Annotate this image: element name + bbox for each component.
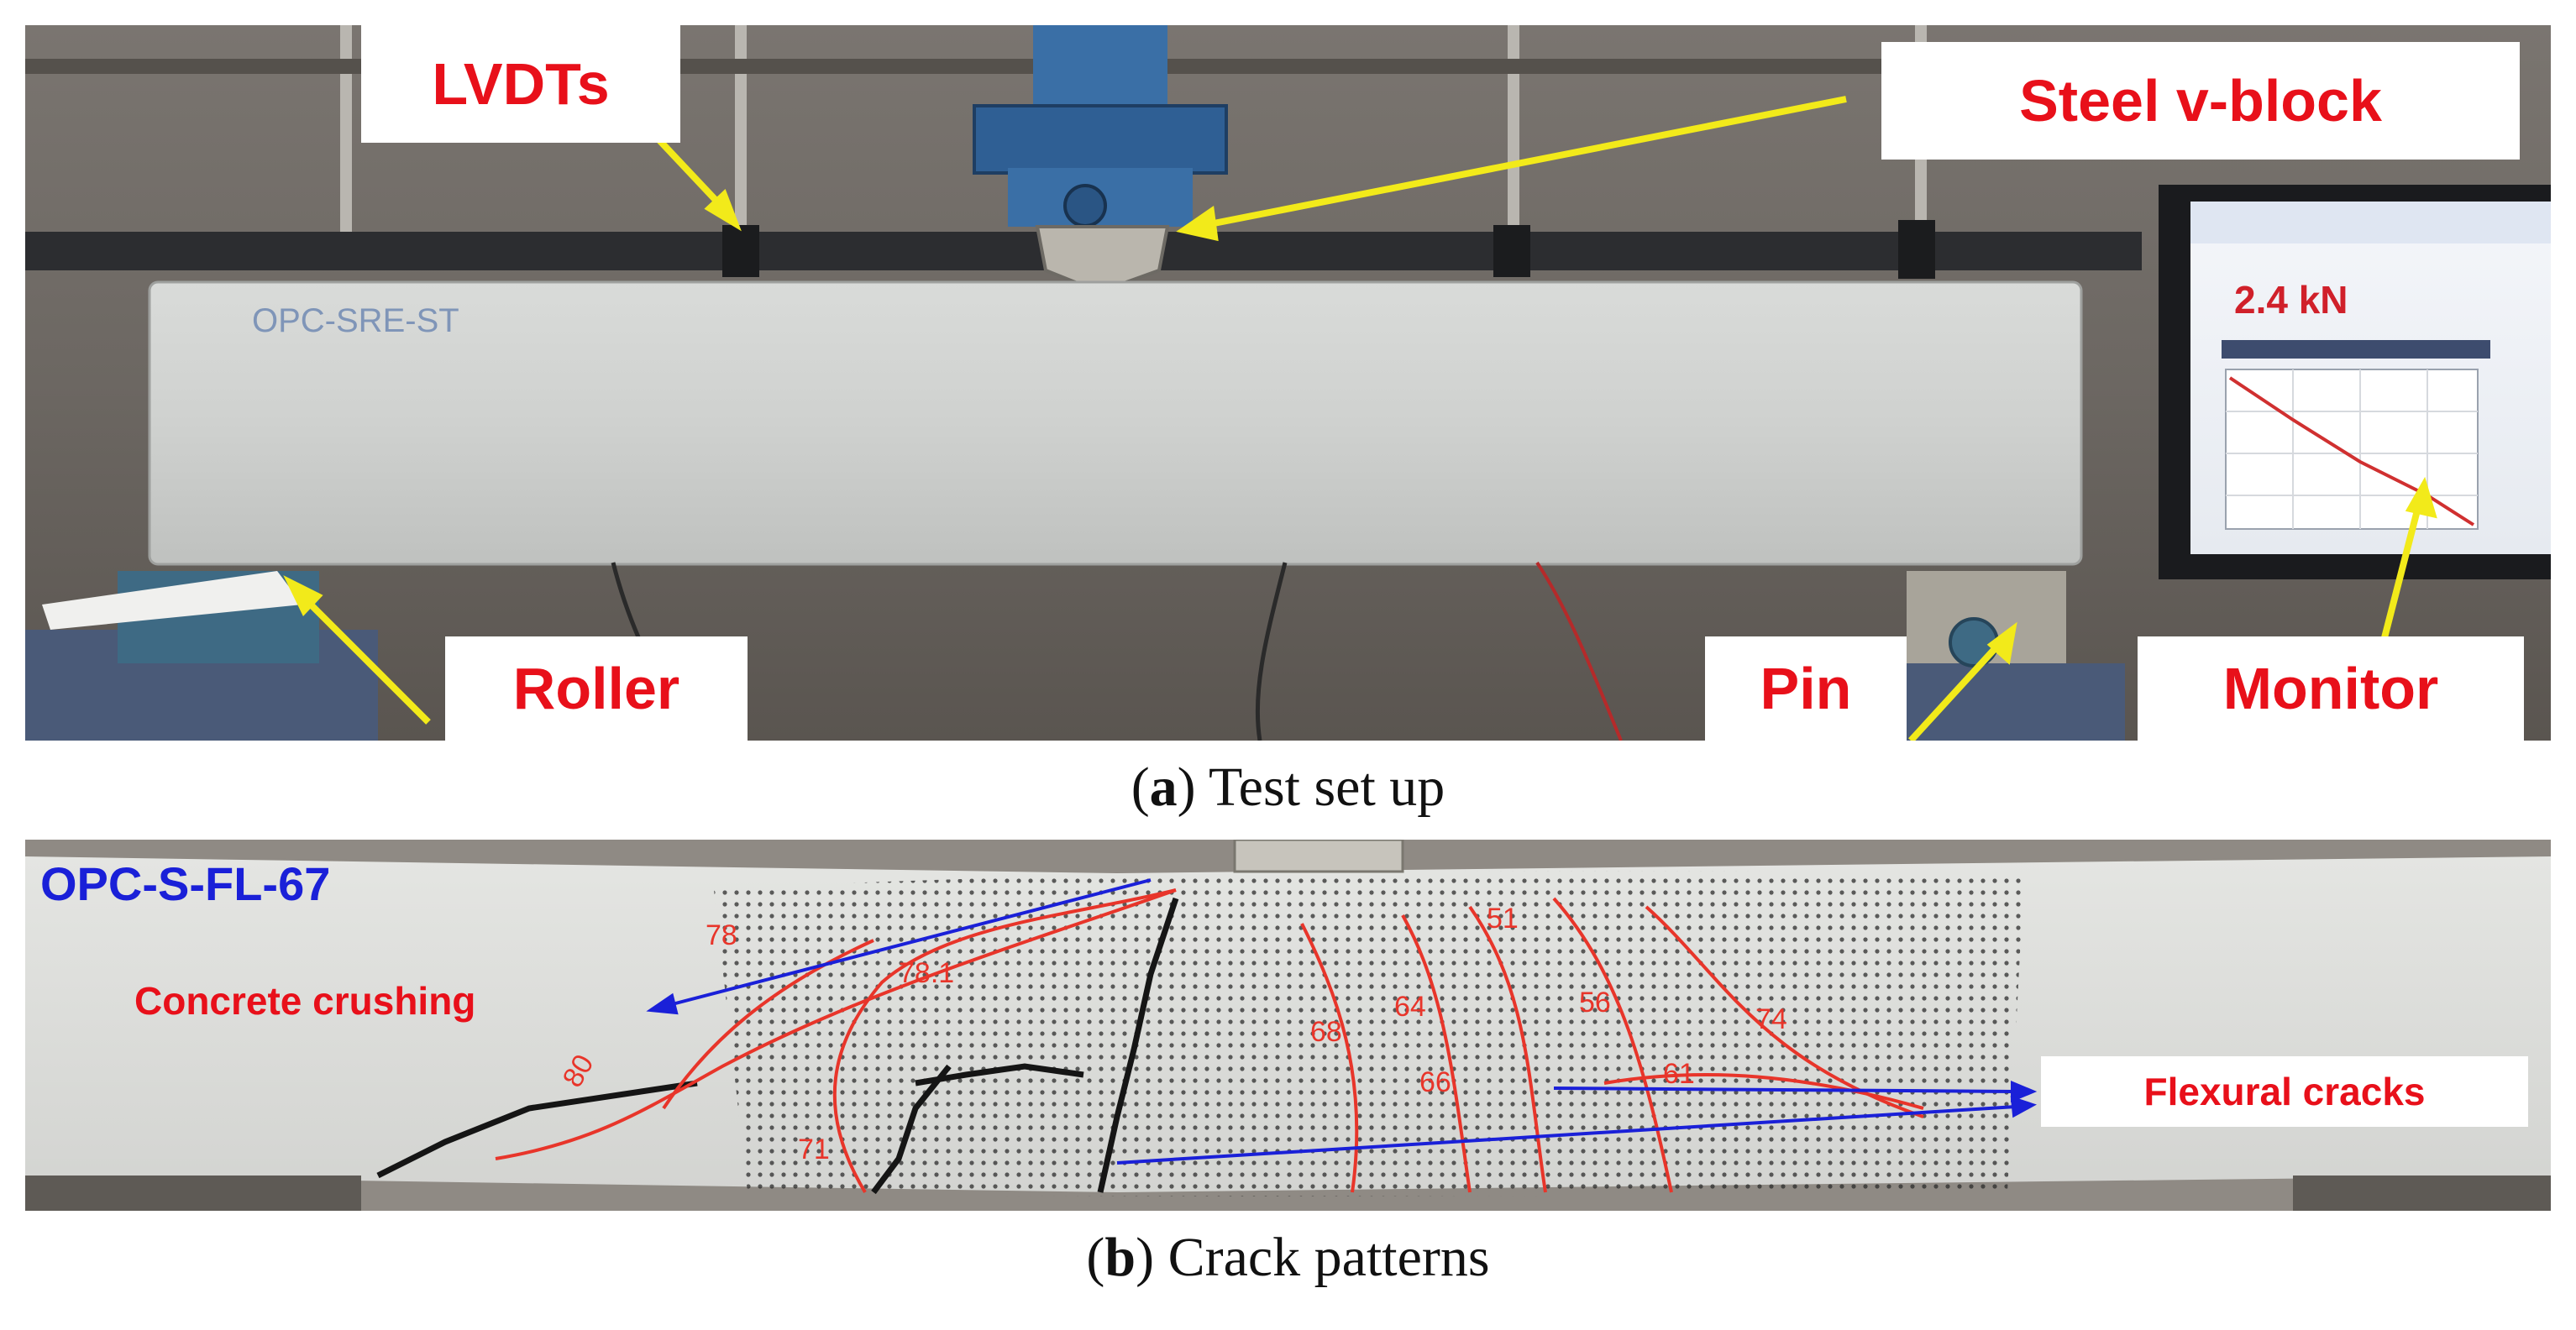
monitor-readout: 2.4 kN [2234,277,2348,322]
label-roller-text: Roller [512,656,680,721]
label-monitor: Monitor [2138,636,2524,741]
caption-a-text: Test set up [1195,757,1445,818]
specimen-marking: OPC-SRE-ST [252,302,459,340]
label-pin: Pin [1705,636,1907,741]
caption-b: (b) Crack patterns [1086,1227,1490,1288]
label-monitor-text: Monitor [2222,656,2439,721]
crack-pattern-scene: 78 78.1 80 71 68 64 66 51 56 61 74 [25,840,2551,1211]
monitor-readout-text: 2.4 kN [2234,278,2348,322]
label-lvdts-text: LVDTs [432,51,610,117]
crack-pattern-photo: 78 78.1 80 71 68 64 66 51 56 61 74 OPC-S… [25,840,2551,1211]
crack-load-mark: 78.1 [899,957,954,989]
blue-annotation-arrows [646,878,2038,1165]
annotation-arrows [283,96,2437,741]
crack-load-mark: 74 [1755,1003,1787,1035]
threaded-rod [735,25,747,243]
label-pin-text: Pin [1760,656,1852,721]
speckle-pattern [714,871,2024,1196]
crack-load-mark: 51 [1487,903,1519,935]
caption-a-letter: a [1149,757,1178,818]
caption-b-text: Crack patterns [1154,1227,1490,1288]
label-concrete-crushing-text: Concrete crushing [134,979,476,1023]
lvdt-clamp [722,225,759,277]
crack-load-mark: 56 [1579,987,1611,1018]
label-lvdts: LVDTs [361,25,680,143]
label-roller: Roller [445,636,748,741]
crack-load-mark: 64 [1394,991,1426,1023]
label-flexural-cracks-text: Flexural cracks [2143,1070,2426,1113]
crack-load-mark: 68 [1310,1016,1342,1048]
label-concrete-crushing: Concrete crushing [134,978,475,1024]
specimen-id-text: OPC-S-FL-67 [40,857,331,910]
specimen-marking-text: OPC-SRE-ST [252,302,459,339]
caption-a: (a) Test set up [1131,757,1445,818]
concrete-beam [148,280,2083,566]
crack-load-mark: 66 [1419,1066,1451,1098]
crack-lines [376,897,1179,1195]
crack-load-mark: 71 [798,1134,830,1165]
label-flexural-cracks: Flexural cracks [2041,1056,2528,1127]
crack-load-mark: 61 [1663,1058,1695,1090]
plastic-sheet [42,571,302,630]
crack-load-marks: 78 78.1 80 71 68 64 66 51 56 61 74 [557,903,1787,1165]
threaded-rod [1508,25,1519,243]
label-steel-v-block: Steel v-block [1881,42,2520,160]
test-setup-photo: LVDTs Steel v-block Roller Pin Monitor O… [25,25,2551,741]
specimen-id: OPC-S-FL-67 [40,856,330,911]
steel-v-block-b [1233,840,1404,873]
caption-b-letter: b [1104,1227,1136,1288]
crack-load-mark: 78 [706,919,737,951]
label-steel-v-block-text: Steel v-block [2019,68,2382,134]
lvdt-clamp [1898,220,1935,279]
threaded-rod [340,25,352,269]
lvdt-clamp [1493,225,1530,277]
